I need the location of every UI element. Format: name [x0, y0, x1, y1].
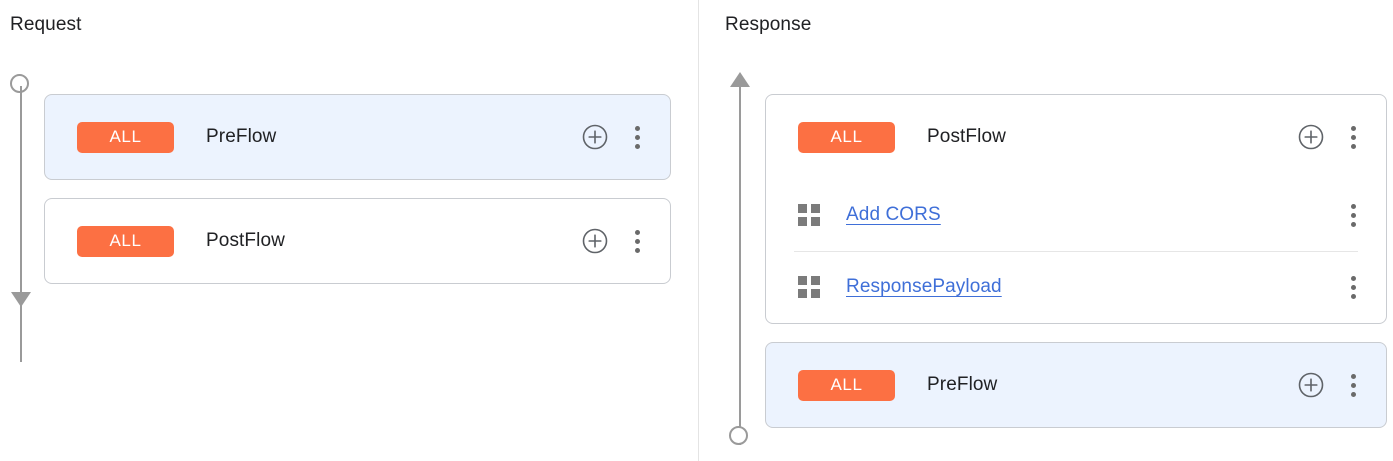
timeline-arrow-down-icon [11, 292, 31, 307]
timeline-line [739, 82, 741, 445]
method-badge: ALL [77, 225, 174, 257]
policy-grid-icon [798, 204, 820, 226]
flow-name-label: PreFlow [927, 374, 998, 395]
more-vert-icon[interactable] [624, 226, 650, 256]
flow-name-label: PostFlow [927, 126, 1006, 147]
request-panel: Request ALL PreFlow [9, 14, 671, 362]
policy-link[interactable]: ResponsePayload [846, 276, 1002, 297]
flow-header-row[interactable]: ALL PreFlow [766, 343, 1386, 427]
request-timeline-rail [9, 70, 33, 362]
timeline-end-circle-icon [729, 426, 748, 445]
timeline-line [20, 86, 22, 362]
policy-row-responsepayload[interactable]: ResponsePayload [766, 251, 1386, 323]
request-panel-title: Request [10, 14, 82, 35]
more-vert-icon[interactable] [624, 122, 650, 152]
response-flow-list: ALL PostFlow Add CORS [765, 94, 1387, 446]
plus-circle-icon[interactable] [1296, 370, 1326, 400]
flow-name-label: PreFlow [206, 126, 277, 147]
flow-header-row[interactable]: ALL PostFlow [766, 95, 1386, 179]
more-vert-icon[interactable] [1340, 200, 1366, 230]
response-timeline-rail [728, 70, 752, 445]
request-flow-list: ALL PreFlow ALL P [44, 94, 671, 302]
timeline-start-circle-icon [10, 74, 29, 93]
flow-header-row[interactable]: ALL PostFlow [45, 199, 670, 283]
more-vert-icon[interactable] [1340, 370, 1366, 400]
plus-circle-icon[interactable] [1296, 122, 1326, 152]
method-badge: ALL [77, 121, 174, 153]
policy-link[interactable]: Add CORS [846, 204, 941, 225]
plus-circle-icon[interactable] [580, 122, 610, 152]
method-badge: ALL [798, 369, 895, 401]
policy-grid-icon [798, 276, 820, 298]
timeline-arrow-up-icon [730, 72, 750, 87]
flow-card-postflow[interactable]: ALL PostFlow Add CORS [765, 94, 1387, 324]
flow-name-label: PostFlow [206, 230, 285, 251]
flow-card-postflow[interactable]: ALL PostFlow [44, 198, 671, 284]
more-vert-icon[interactable] [1340, 272, 1366, 302]
flow-header-row[interactable]: ALL PreFlow [45, 95, 670, 179]
method-badge: ALL [798, 121, 895, 153]
response-panel: Response [698, 0, 1393, 461]
policy-row-add-cors[interactable]: Add CORS [766, 179, 1386, 251]
plus-circle-icon[interactable] [580, 226, 610, 256]
flow-card-preflow[interactable]: ALL PreFlow [44, 94, 671, 180]
more-vert-icon[interactable] [1340, 122, 1366, 152]
flow-card-preflow[interactable]: ALL PreFlow [765, 342, 1387, 428]
response-panel-title: Response [725, 14, 812, 35]
